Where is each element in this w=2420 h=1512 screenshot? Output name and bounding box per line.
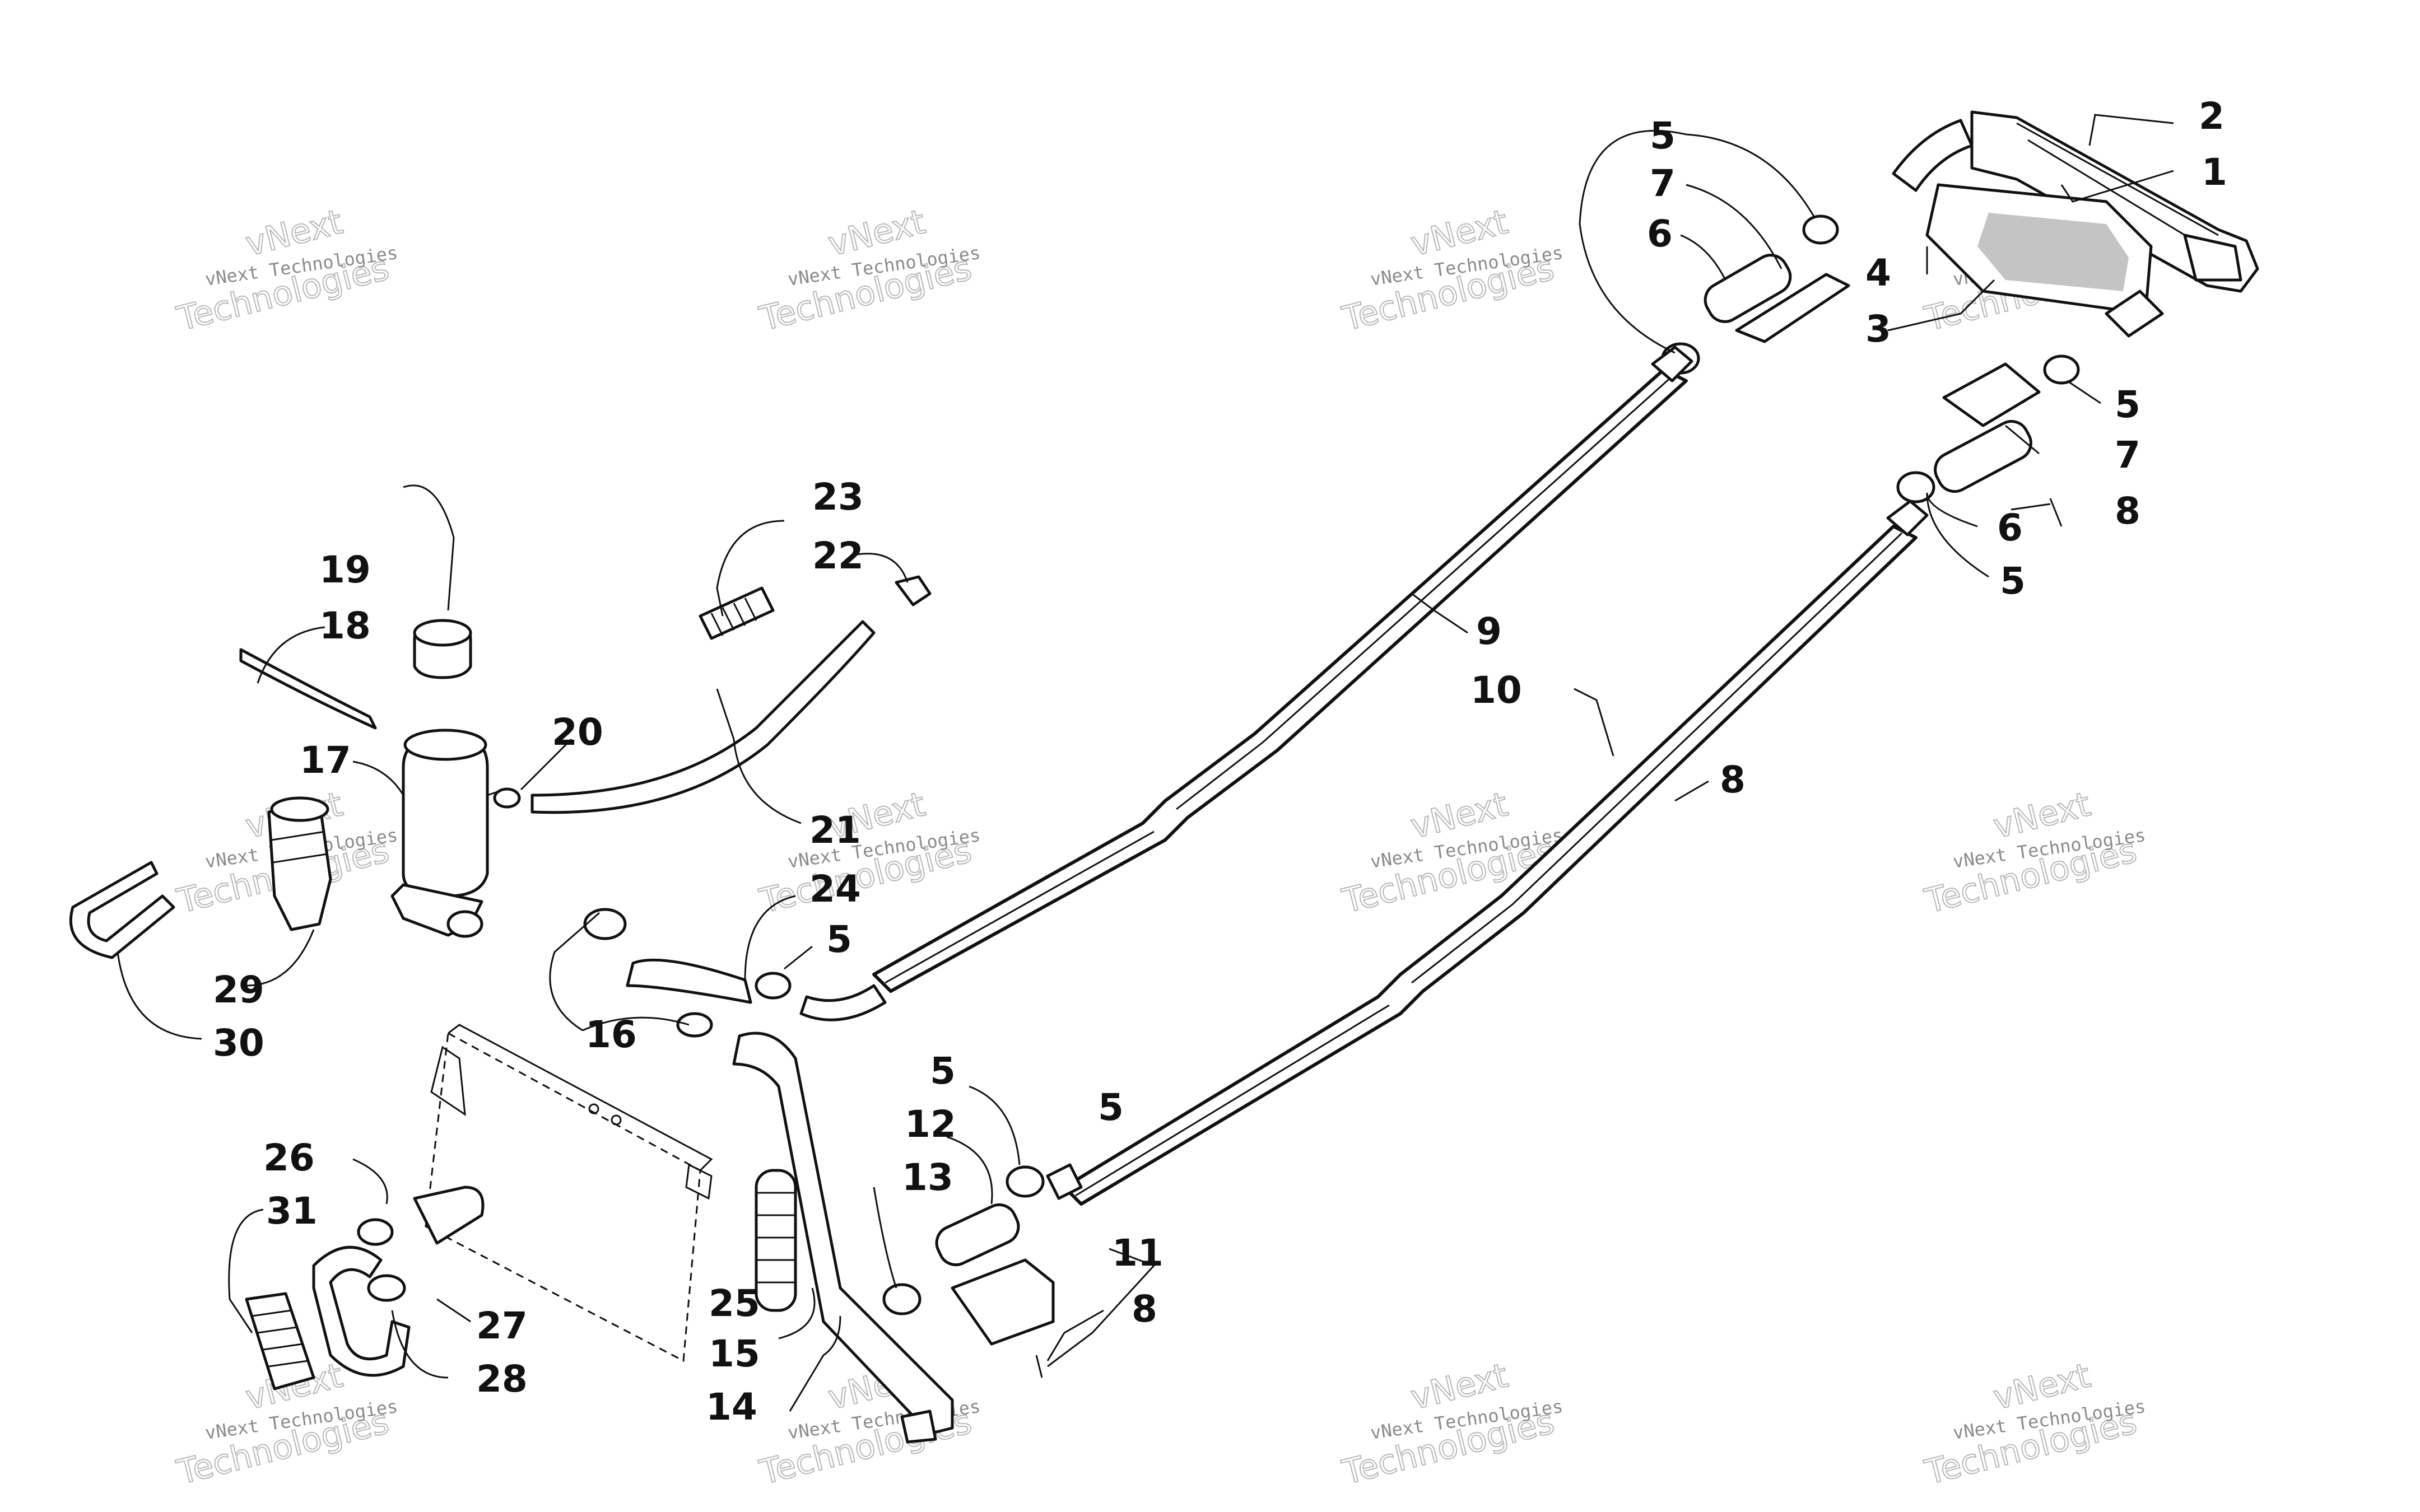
overflow-hose <box>239 648 377 730</box>
callout-14: 14 <box>706 1385 757 1429</box>
callout-17: 17 <box>300 739 351 782</box>
callout-5c: 5 <box>2000 559 2026 603</box>
callout-27: 27 <box>476 1304 528 1347</box>
callout-5a: 5 <box>1650 114 1676 157</box>
callout-8b: 8 <box>1720 758 1746 801</box>
callout-28: 28 <box>476 1357 528 1401</box>
callout-23: 23 <box>812 475 864 519</box>
callout-15: 15 <box>709 1332 760 1375</box>
heat-exchanger-assembly <box>1892 110 2259 338</box>
bracket-30 <box>69 861 175 959</box>
callout-24: 24 <box>809 867 861 911</box>
cooler-rail-10 <box>1046 500 1929 1206</box>
callout-2: 2 <box>2199 95 2224 138</box>
sleeve-23 <box>699 586 775 640</box>
callout-1: 1 <box>2202 151 2227 194</box>
callout-5b: 5 <box>2115 383 2140 426</box>
callout-9: 9 <box>1476 610 1502 653</box>
callout-8a: 8 <box>2115 489 2140 533</box>
callout-7b: 7 <box>2115 433 2140 477</box>
coolant-tank <box>390 619 505 938</box>
callout-labels: 1 2 3 4 5 5 5 5 5 5 6 6 7 7 8 8 8 9 10 1… <box>213 95 2227 1429</box>
sleeve-31 <box>245 1292 315 1390</box>
callout-25: 25 <box>709 1282 760 1325</box>
hose-15 <box>676 1012 954 1444</box>
callout-7a: 7 <box>1650 162 1676 205</box>
callout-31: 31 <box>266 1189 318 1233</box>
callout-22: 22 <box>812 534 864 577</box>
callout-20: 20 <box>552 711 603 754</box>
callout-16: 16 <box>585 1013 637 1056</box>
sleeve-25 <box>755 1169 797 1312</box>
lower-right-connector-group <box>1896 354 2080 527</box>
clamp-20 <box>493 787 521 809</box>
callout-5d: 5 <box>826 918 852 961</box>
callout-19: 19 <box>319 548 371 591</box>
filter-29 <box>267 796 332 931</box>
callout-18: 18 <box>319 604 371 647</box>
callout-10: 10 <box>1470 669 1522 712</box>
callout-11: 11 <box>1112 1231 1164 1275</box>
radiator <box>425 1024 713 1362</box>
callout-5f: 5 <box>1098 1086 1124 1129</box>
hose-21 <box>530 575 932 814</box>
callout-12: 12 <box>905 1103 956 1146</box>
callout-29: 29 <box>213 968 264 1011</box>
cooler-rail-9 <box>872 346 1693 993</box>
lower-connector-group <box>882 1165 1055 1378</box>
callout-4: 4 <box>1865 251 1891 295</box>
callout-30: 30 <box>213 1021 264 1065</box>
callout-3: 3 <box>1865 307 1891 351</box>
callout-6b: 6 <box>1997 506 2023 549</box>
callout-13: 13 <box>902 1156 953 1199</box>
callout-8c: 8 <box>1132 1287 1157 1331</box>
outlet-elbow <box>312 1186 485 1377</box>
callout-5e: 5 <box>930 1049 956 1093</box>
callout-21: 21 <box>809 809 861 852</box>
leader-lines <box>117 114 2174 1412</box>
callout-6a: 6 <box>1647 212 1673 255</box>
callout-26: 26 <box>263 1136 315 1179</box>
